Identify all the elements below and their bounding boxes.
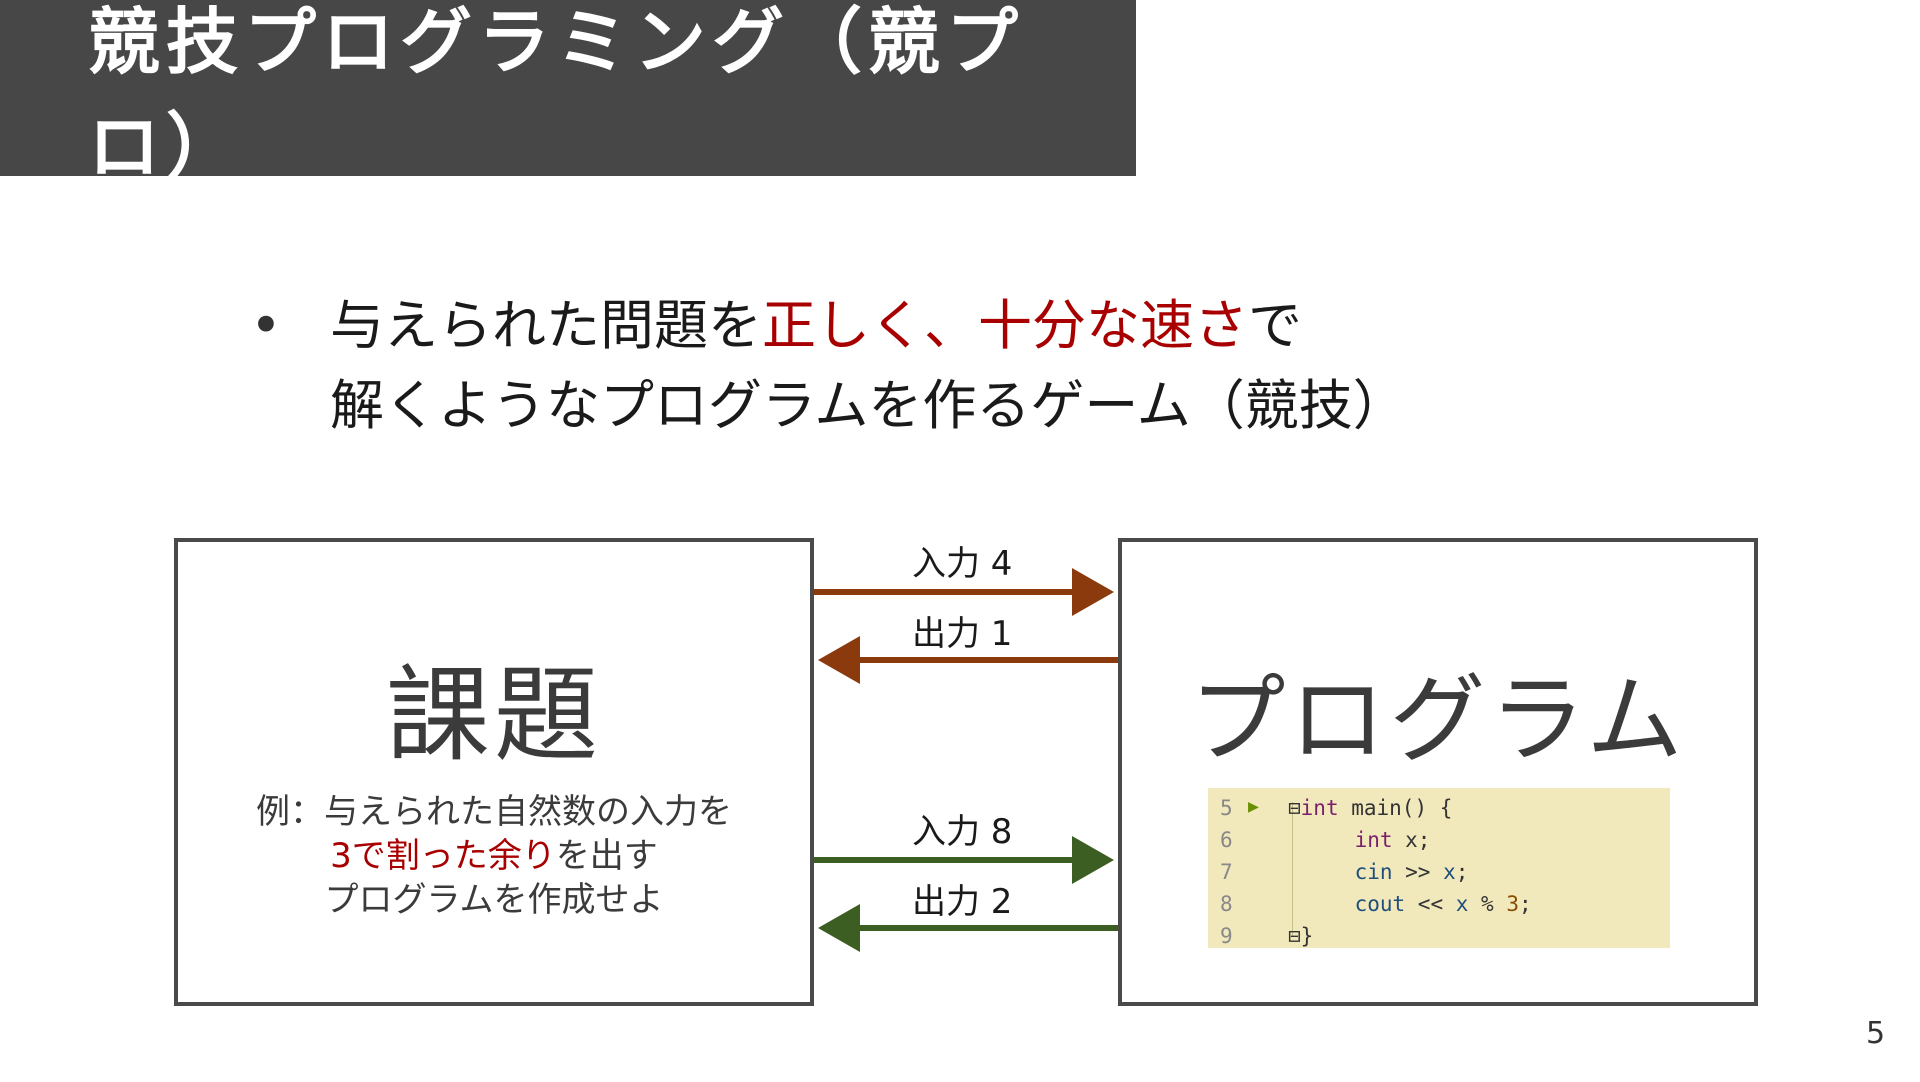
task-box: 課題 例：与えられた自然数の入力を 3で割った余りを出す プログラムを作成せよ xyxy=(174,538,814,1006)
code-gutter-line xyxy=(1292,802,1293,936)
code-line: ⊟int main() { xyxy=(1288,796,1453,820)
code-row: 5 ▶ ⊟int main() { xyxy=(1208,796,1670,828)
slide-title: 競技プログラミング（競プロ） xyxy=(88,0,1025,189)
task-desc-emphasis: 3で割った余り xyxy=(330,836,556,876)
program-heading: プログラム xyxy=(1189,664,1687,776)
bullet-line-1: 与えられた問題を正しく、十分な速さで xyxy=(330,286,1302,366)
code-row: 6 int x; xyxy=(1208,828,1670,860)
bullet-line-2: 解くようなプログラムを作るゲーム（競技） xyxy=(330,374,1407,437)
line-number: 8 xyxy=(1220,892,1233,916)
code-row: 9 ⊟} xyxy=(1208,924,1670,956)
code-line: cin >> x; xyxy=(1354,860,1469,884)
task-heading: 課題 xyxy=(385,654,602,776)
page-number: 5 xyxy=(1866,1016,1886,1051)
arrow-label-output-1: 出力 1 xyxy=(912,614,1013,654)
task-desc-line-1: 例：与えられた自然数の入力を xyxy=(256,792,732,832)
run-marker-icon: ▶ xyxy=(1248,796,1259,817)
code-row: 8 cout << x % 3; xyxy=(1208,892,1670,924)
code-line: int x; xyxy=(1354,828,1431,852)
code-snippet: 5 ▶ ⊟int main() { 6 int x; 7 cin >> x; 8… xyxy=(1208,788,1670,948)
slide-title-bar: 競技プログラミング（競プロ） xyxy=(0,0,1136,189)
task-description: 例：与えられた自然数の入力を 3で割った余りを出す プログラムを作成せよ xyxy=(178,790,810,922)
program-box: プログラム 5 ▶ ⊟int main() { 6 int x; 7 cin >… xyxy=(1118,538,1758,1006)
code-row: 7 cin >> x; xyxy=(1208,860,1670,892)
line-number: 5 xyxy=(1220,796,1233,820)
code-line: ⊟} xyxy=(1288,924,1314,948)
code-line: cout << x % 3; xyxy=(1354,892,1532,916)
line-number: 7 xyxy=(1220,860,1233,884)
bullet-line-1-pre: 与えられた問題を xyxy=(330,294,762,357)
arrow-label-input-1: 入力 4 xyxy=(912,544,1013,584)
task-desc-line-2-post: を出す xyxy=(555,836,658,876)
task-desc-line-2: 3で割った余りを出す xyxy=(178,834,810,878)
task-desc-line-3: プログラムを作成せよ xyxy=(324,880,664,920)
line-number: 9 xyxy=(1220,924,1233,948)
line-number: 6 xyxy=(1220,828,1233,852)
arrow-label-output-2: 出力 2 xyxy=(912,882,1013,922)
bullet-marker: • xyxy=(250,294,282,357)
bullet-line-1-emphasis: 正しく、十分な速さ xyxy=(762,294,1248,357)
bullet-line-1-post: で xyxy=(1248,294,1302,357)
arrow-label-input-2: 入力 8 xyxy=(912,812,1013,852)
